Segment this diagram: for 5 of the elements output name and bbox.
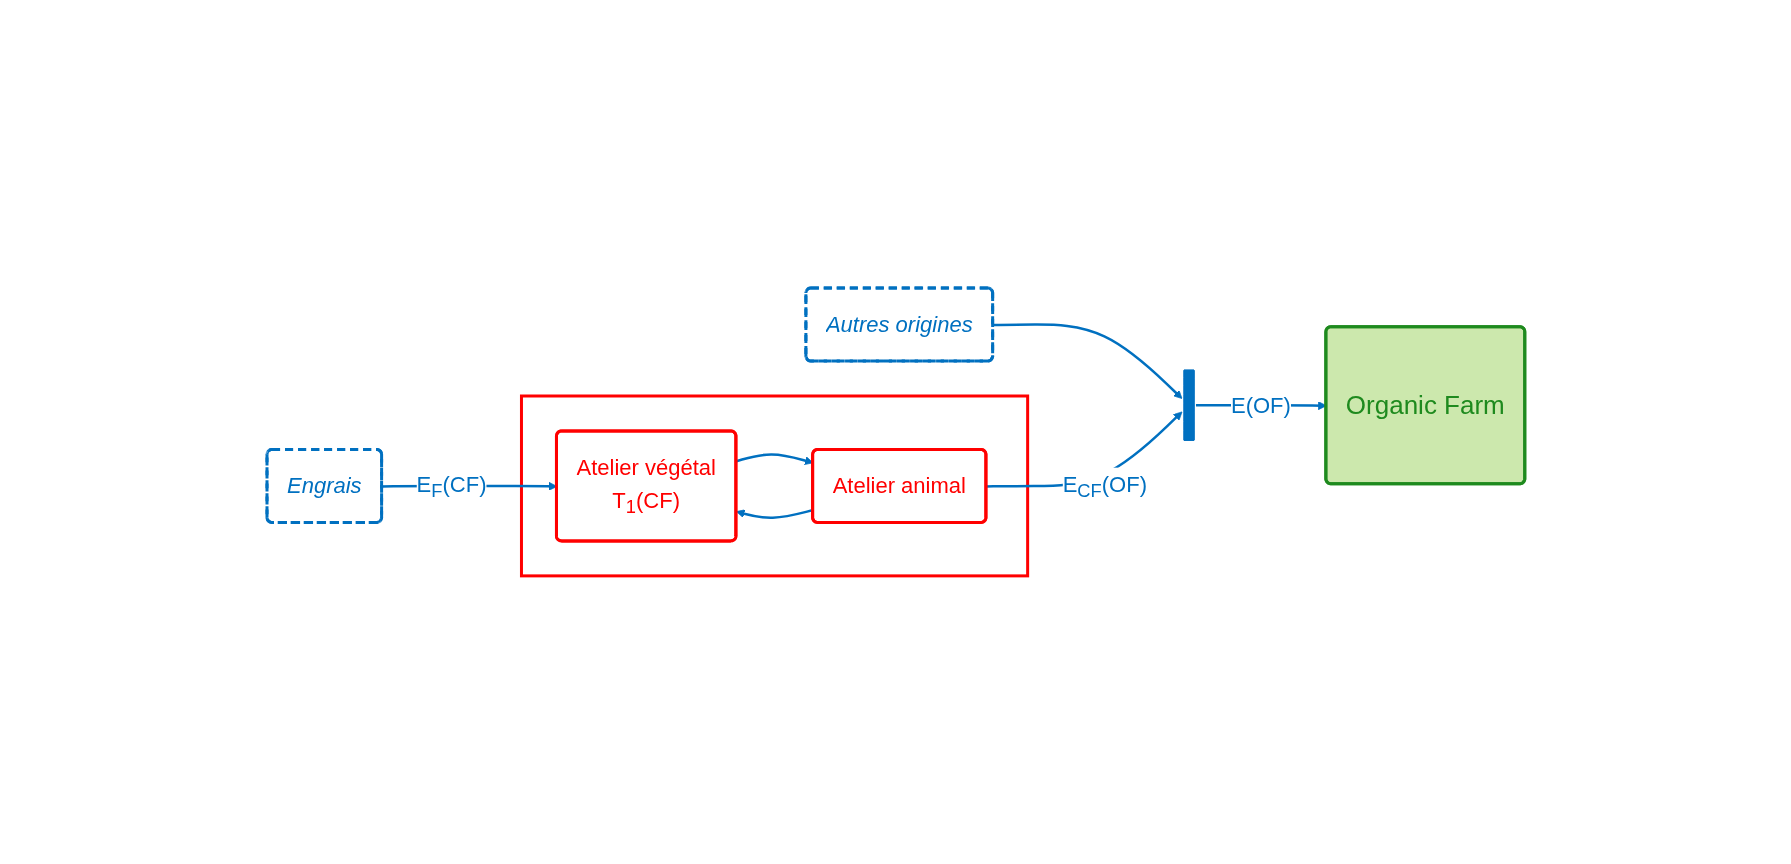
edge-label: E$_{CF}$(OF)	[1062, 471, 1147, 501]
arrow	[992, 323, 1182, 399]
edge-label: E$_{F}$(CF)	[416, 471, 487, 501]
cluster	[519, 394, 1029, 578]
edge-label: E(OF)	[1230, 392, 1291, 418]
